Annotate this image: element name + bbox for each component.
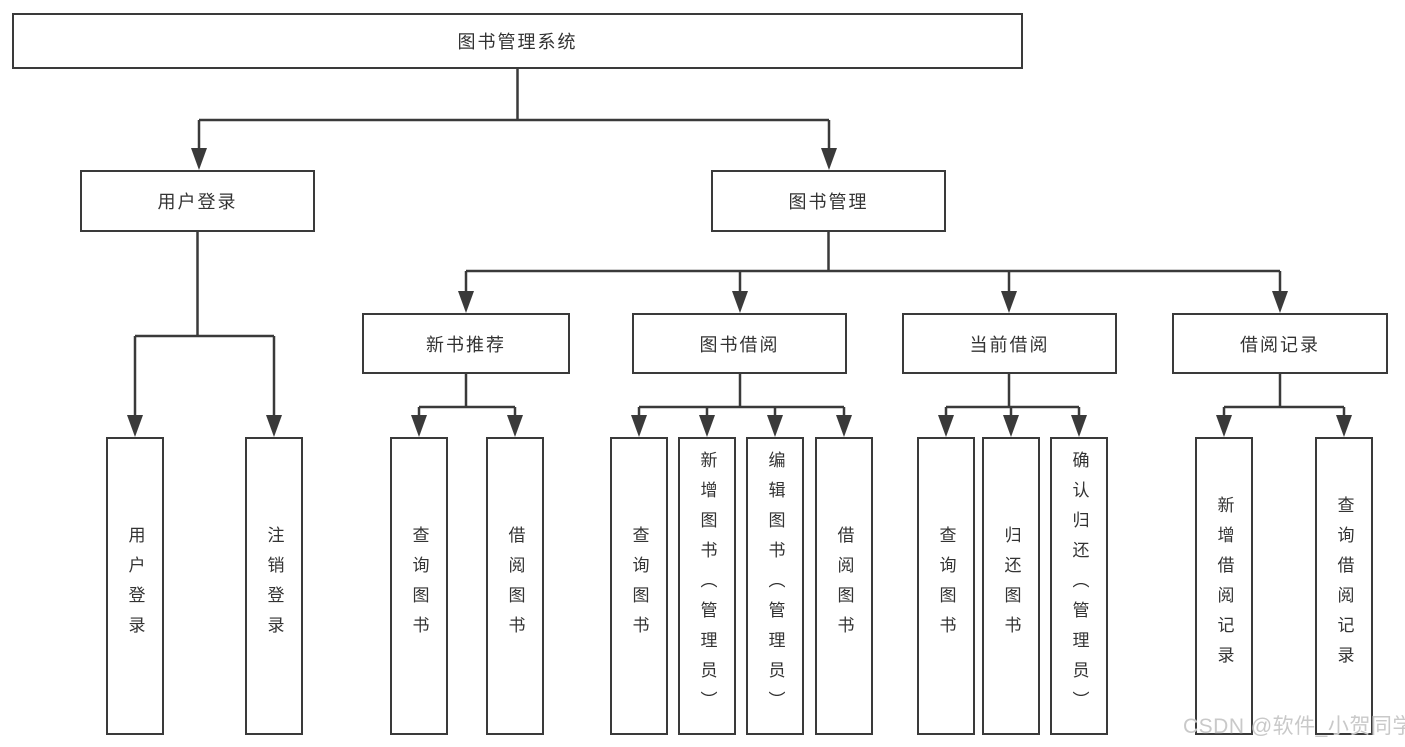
leaf-confirm-return-admin: 确认归还（管理员）	[1050, 437, 1108, 735]
node-label: 查询图书	[409, 526, 429, 646]
node-label: 借阅图书	[505, 526, 525, 646]
connector-borrow-children	[637, 374, 846, 420]
node-user-login: 用户登录	[80, 170, 315, 232]
leaf-borrow-books-recommend: 借阅图书	[486, 437, 544, 735]
node-label: 归还图书	[1001, 526, 1021, 646]
leaf-user-login: 用户登录	[106, 437, 164, 735]
connector-user-login-children	[133, 232, 276, 420]
node-label: 图书借阅	[699, 334, 780, 355]
node-label: 借阅图书	[834, 526, 854, 646]
leaf-query-books-borrow: 查询图书	[610, 437, 668, 735]
leaf-borrow-books: 借阅图书	[815, 437, 873, 735]
connector-book-mgmt-children	[464, 232, 1282, 296]
node-label: 图书管理	[788, 192, 869, 212]
leaf-add-book-admin: 新增图书（管理员）	[678, 437, 736, 735]
node-label: 确认归还（管理员）	[1069, 451, 1089, 721]
node-label: 查询图书	[936, 526, 956, 646]
node-label: 当前借阅	[969, 334, 1050, 355]
node-label: 新书推荐	[426, 334, 506, 355]
connector-records-children	[1222, 374, 1346, 420]
leaf-query-books-recommend: 查询图书	[390, 437, 448, 735]
connector-recommend-children	[417, 374, 517, 420]
node-label: 新增借阅记录	[1214, 496, 1234, 676]
node-new-book-recommend: 新书推荐	[362, 313, 570, 374]
node-borrow-records: 借阅记录	[1172, 313, 1388, 374]
leaf-logout: 注销登录	[245, 437, 303, 735]
node-label: 编辑图书（管理员）	[765, 451, 785, 721]
connector-current-children	[944, 374, 1081, 420]
node-book-borrow: 图书借阅	[632, 313, 847, 374]
leaf-edit-book-admin: 编辑图书（管理员）	[746, 437, 804, 735]
leaf-query-books-current: 查询图书	[917, 437, 975, 735]
arrowheads	[127, 148, 1352, 437]
node-current-borrow: 当前借阅	[902, 313, 1117, 374]
connector-root-to-l2	[197, 69, 831, 152]
node-label: 用户登录	[157, 192, 238, 212]
node-label: 用户登录	[125, 526, 145, 646]
node-label: 查询图书	[629, 526, 649, 646]
node-library-management-system: 图书管理系统	[12, 13, 1023, 69]
leaf-query-borrow-record: 查询借阅记录	[1315, 437, 1373, 735]
leaf-return-book: 归还图书	[982, 437, 1040, 735]
leaf-add-borrow-record: 新增借阅记录	[1195, 437, 1253, 735]
csdn-watermark: CSDN @软件_小贺同学	[1183, 715, 1405, 738]
node-label: 新增图书（管理员）	[697, 451, 717, 721]
node-label: 查询借阅记录	[1334, 496, 1354, 676]
node-book-management: 图书管理	[711, 170, 946, 232]
node-label: 注销登录	[264, 526, 284, 646]
node-label: 图书管理系统	[457, 32, 578, 52]
node-label: 借阅记录	[1240, 334, 1320, 355]
